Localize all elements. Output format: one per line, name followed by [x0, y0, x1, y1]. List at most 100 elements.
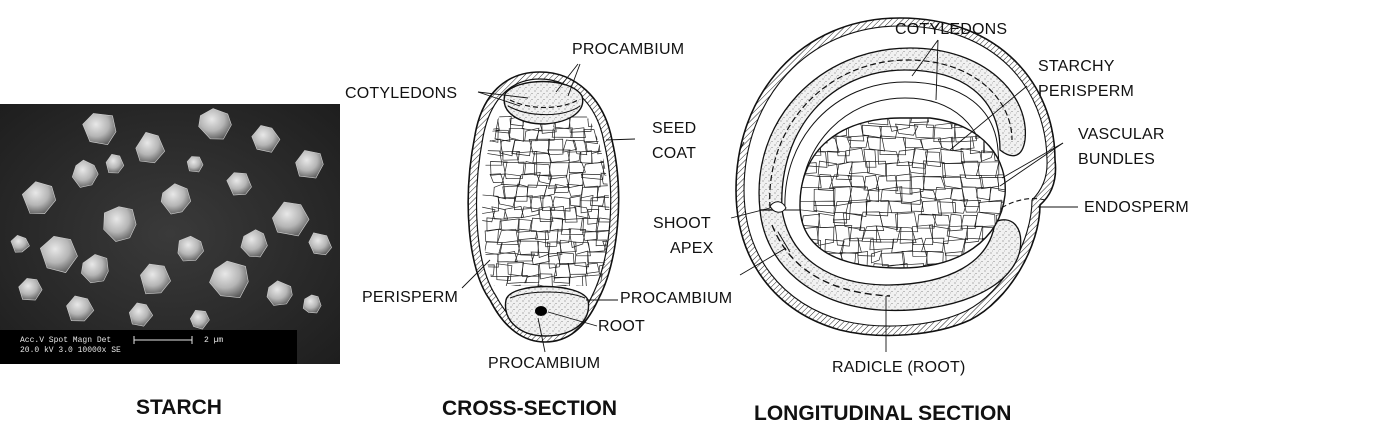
cell-outline: [554, 183, 570, 193]
cell-outline: [511, 140, 532, 157]
cell-outline: [508, 127, 525, 142]
starch-micrograph: Acc.V Spot Magn Det 20.0 kV 3.0 10000x S…: [0, 104, 340, 364]
starch-granule: [18, 278, 43, 301]
cell-outline: [895, 123, 919, 136]
cell-outline: [899, 187, 921, 205]
cell-outline: [817, 160, 839, 177]
starch-granule: [66, 295, 95, 322]
label-root: ROOT: [598, 318, 646, 335]
cell-outline: [502, 161, 525, 179]
starch-granule: [240, 229, 268, 258]
cell-outline: [526, 184, 548, 199]
cell-outline: [497, 196, 516, 208]
cell-outline: [596, 217, 610, 232]
cell-outline: [920, 137, 942, 151]
cell-outline: [613, 130, 625, 145]
cell-outline: [964, 225, 983, 244]
cell-outline: [580, 185, 598, 202]
cell-outline: [833, 186, 852, 207]
cell-outline: [961, 160, 980, 180]
label-starchy: STARCHY: [1038, 58, 1115, 75]
cell-outline: [544, 228, 559, 248]
cell-outline: [888, 200, 912, 214]
cell-outline: [839, 252, 859, 264]
label-perisperm-starchy: PERISPERM: [1038, 83, 1135, 100]
cell-outline: [573, 241, 591, 257]
cell-outline: [516, 240, 539, 256]
cell-outline: [533, 163, 552, 177]
starch-granule: [160, 183, 192, 215]
cell-outline: [848, 186, 871, 204]
cell-outline: [847, 175, 867, 189]
cell-outline: [923, 160, 947, 178]
cell-outline: [917, 214, 936, 229]
cell-outline: [585, 141, 600, 153]
cell-outline: [827, 150, 847, 167]
caption-longitudinal-section: LONGITUDINAL SECTION: [754, 402, 1012, 425]
cell-outline: [946, 225, 968, 241]
cell-outline: [909, 175, 926, 194]
cell-outline: [493, 183, 506, 200]
cell-outline: [875, 174, 899, 192]
cell-outline: [854, 251, 868, 267]
cell-outline: [501, 173, 521, 186]
cell-outline: [562, 139, 578, 153]
cell-outline: [572, 139, 588, 156]
cell-outline: [995, 161, 1006, 179]
cell-outline: [846, 135, 869, 149]
label-seed: SEED: [652, 120, 697, 137]
cell-outline: [895, 212, 919, 233]
cell-outline: [800, 200, 817, 213]
cell-outline: [600, 172, 610, 186]
cell-outline: [950, 188, 966, 202]
cell-outline: [580, 173, 601, 188]
starch-granule: [140, 263, 171, 295]
cell-outline: [886, 118, 911, 132]
cell-outline: [940, 149, 965, 164]
cell-outline: [582, 231, 599, 242]
cell-outline: [580, 194, 594, 214]
cell-outline: [535, 230, 549, 240]
cell-outline: [549, 217, 563, 232]
label-vascular: VASCULAR: [1078, 126, 1165, 143]
cell-outline: [556, 251, 575, 266]
cell-outline: [857, 237, 875, 257]
cell-outline: [495, 116, 512, 134]
starch-granule: [71, 159, 99, 188]
cell-outline: [859, 211, 885, 231]
cell-outline: [948, 213, 963, 232]
cell-outline: [600, 274, 610, 286]
cell-outline: [597, 138, 610, 155]
cell-outline: [514, 195, 533, 211]
cell-outline: [952, 199, 969, 214]
cell-outline: [547, 149, 571, 163]
label-cotyledons-cross: COTYLEDONS: [345, 85, 458, 102]
cell-outline: [574, 250, 590, 268]
starch-granule: [135, 131, 166, 164]
cell-outline: [500, 284, 521, 286]
cell-outline: [491, 206, 509, 220]
cell-outline: [869, 239, 895, 251]
starch-granule: [103, 206, 137, 242]
caption-cross-section: CROSS-SECTION: [442, 397, 618, 420]
scale-label: 2 µm: [204, 336, 224, 345]
cell-outline: [975, 161, 1000, 176]
cell-outline: [922, 263, 938, 268]
cell-outline: [933, 122, 956, 143]
cell-outline: [500, 138, 516, 157]
cell-outline: [597, 206, 610, 223]
cell-outline: [862, 124, 882, 139]
cell-outline: [824, 239, 845, 255]
cell-outline: [865, 200, 889, 217]
cell-outline: [999, 201, 1006, 219]
cell-outline: [595, 229, 610, 247]
cell-outline: [875, 225, 901, 243]
cell-outline: [879, 126, 899, 140]
cell-outline: [494, 129, 511, 142]
cell-outline: [568, 161, 586, 173]
cross-section-drawing: [461, 63, 636, 353]
starch-granule: [302, 294, 322, 314]
cell-outline: [979, 177, 1000, 190]
cell-outline: [800, 224, 819, 244]
